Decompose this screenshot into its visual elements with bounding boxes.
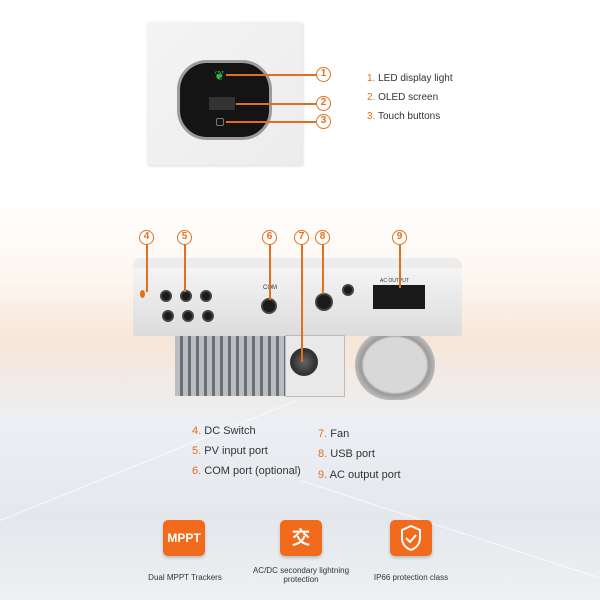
callout-4: 4 xyxy=(139,230,154,245)
legend-item: 3. Touch buttons xyxy=(367,111,441,122)
legend-item: 9. AC output port xyxy=(318,469,401,481)
callout-8: 8 xyxy=(315,230,330,245)
callout-7: 7 xyxy=(294,230,309,245)
touch-button xyxy=(216,118,224,126)
ac-label: AC OUTPUT xyxy=(380,278,409,284)
legend-item: 5. PV input port xyxy=(192,445,268,457)
heatsink xyxy=(175,336,290,396)
callout-line xyxy=(236,103,316,105)
callout-6: 6 xyxy=(262,230,277,245)
legend-item: 2. OLED screen xyxy=(367,92,439,103)
com-port xyxy=(261,298,277,314)
callout-2: 2 xyxy=(316,96,331,111)
legend-item: 4. DC Switch xyxy=(192,425,256,437)
ac-terminal xyxy=(373,285,425,309)
fan-icon xyxy=(290,348,318,376)
callout-5: 5 xyxy=(177,230,192,245)
legend-item: 8. USB port xyxy=(318,448,375,460)
display-panel xyxy=(177,60,272,140)
feature-caption: AC/DC secondary lightning protection xyxy=(252,566,350,584)
legend-item: 1. LED display light xyxy=(367,73,453,84)
callout-3: 3 xyxy=(316,114,331,129)
lightning-protection-icon: 交 xyxy=(280,520,322,556)
feature-caption: IP66 protection class xyxy=(373,573,449,582)
callout-1: 1 xyxy=(316,67,331,82)
round-heatsink xyxy=(355,330,435,400)
dc-switch xyxy=(140,290,145,298)
shield-check-icon xyxy=(390,520,432,556)
plug xyxy=(342,284,354,296)
mppt-icon: MPPT xyxy=(163,520,205,556)
legend-item: 7. Fan xyxy=(318,428,350,440)
legend-item: 6. COM port (optional) xyxy=(192,465,301,477)
callout-line xyxy=(226,121,316,123)
callout-line xyxy=(226,74,316,76)
feature-caption: Dual MPPT Trackers xyxy=(148,573,222,582)
callout-9: 9 xyxy=(392,230,407,245)
usb-port xyxy=(315,293,333,311)
leaf-icon: ❦ xyxy=(214,68,225,83)
oled-screen xyxy=(209,97,235,110)
